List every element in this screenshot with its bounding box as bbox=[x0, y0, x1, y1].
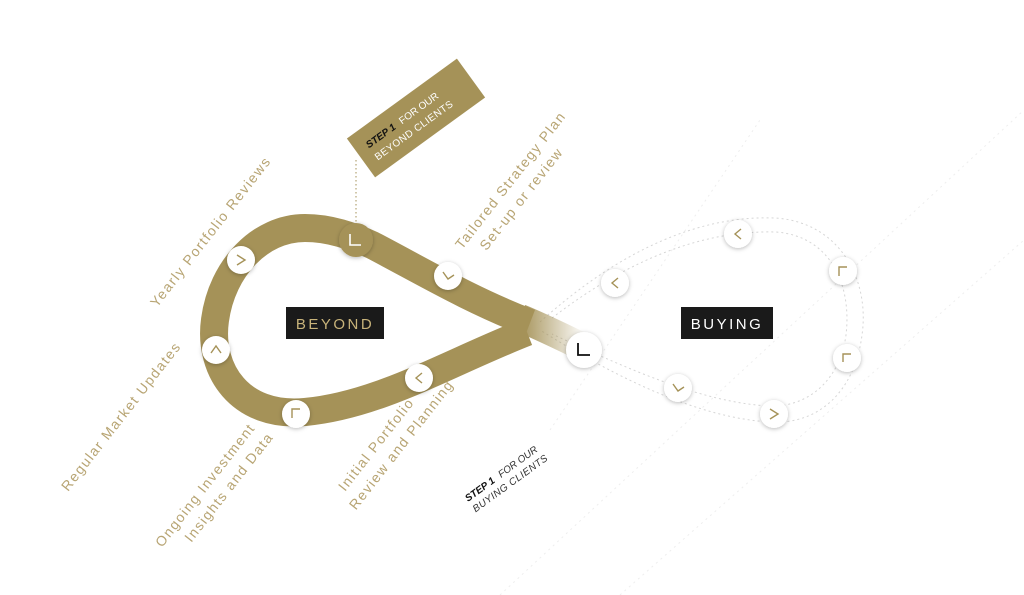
background-lines bbox=[499, 109, 1024, 595]
center-beyond-box bbox=[286, 307, 384, 339]
node-regular[interactable] bbox=[202, 336, 230, 364]
node-buying-2[interactable] bbox=[724, 220, 752, 248]
node-step1-buying[interactable] bbox=[566, 332, 602, 368]
chevron-icon bbox=[672, 383, 685, 392]
chevron-icon bbox=[842, 353, 851, 362]
node-buying-3[interactable] bbox=[829, 257, 857, 285]
chevron-icon bbox=[769, 408, 780, 420]
chevron-icon bbox=[349, 234, 361, 246]
node-buying-6[interactable] bbox=[664, 374, 692, 402]
node-buying-4[interactable] bbox=[833, 344, 861, 372]
label-regular: Regular Market Updates bbox=[58, 338, 184, 493]
center-buying-box bbox=[681, 307, 773, 339]
label-tailored-line1: Tailored Strategy Plan bbox=[452, 108, 569, 252]
chevron-icon bbox=[291, 408, 300, 418]
center-buying: BUYING bbox=[681, 307, 773, 339]
beyond-loop bbox=[200, 214, 536, 427]
node-ongoing[interactable] bbox=[282, 400, 310, 428]
nodes bbox=[202, 220, 861, 428]
chevron-icon bbox=[414, 372, 423, 384]
callout-beyond-box bbox=[346, 58, 486, 178]
callout-buying: STEP 1 FOR OUR BUYING CLIENTS bbox=[463, 444, 550, 515]
chevron-icon bbox=[610, 277, 619, 289]
chevron-icon bbox=[733, 228, 742, 240]
chevron-icon bbox=[236, 254, 247, 266]
node-yearly[interactable] bbox=[227, 246, 255, 274]
callout-beyond: STEP 1 FOR OUR BEYOND CLIENTS bbox=[346, 58, 486, 232]
chevron-icon bbox=[838, 266, 847, 276]
node-initial[interactable] bbox=[405, 364, 433, 392]
node-buying-5[interactable] bbox=[760, 400, 788, 428]
chevron-icon bbox=[577, 343, 590, 356]
center-buying-label: BUYING bbox=[691, 316, 764, 333]
chevron-icon bbox=[210, 344, 222, 354]
node-buying-1[interactable] bbox=[601, 269, 629, 297]
node-tailored[interactable] bbox=[434, 262, 462, 290]
center-beyond-label: BEYOND bbox=[296, 316, 374, 333]
chevron-icon bbox=[442, 271, 455, 280]
node-step1-beyond[interactable] bbox=[339, 223, 373, 257]
buying-loop bbox=[539, 217, 864, 423]
center-beyond: BEYOND bbox=[286, 307, 384, 339]
